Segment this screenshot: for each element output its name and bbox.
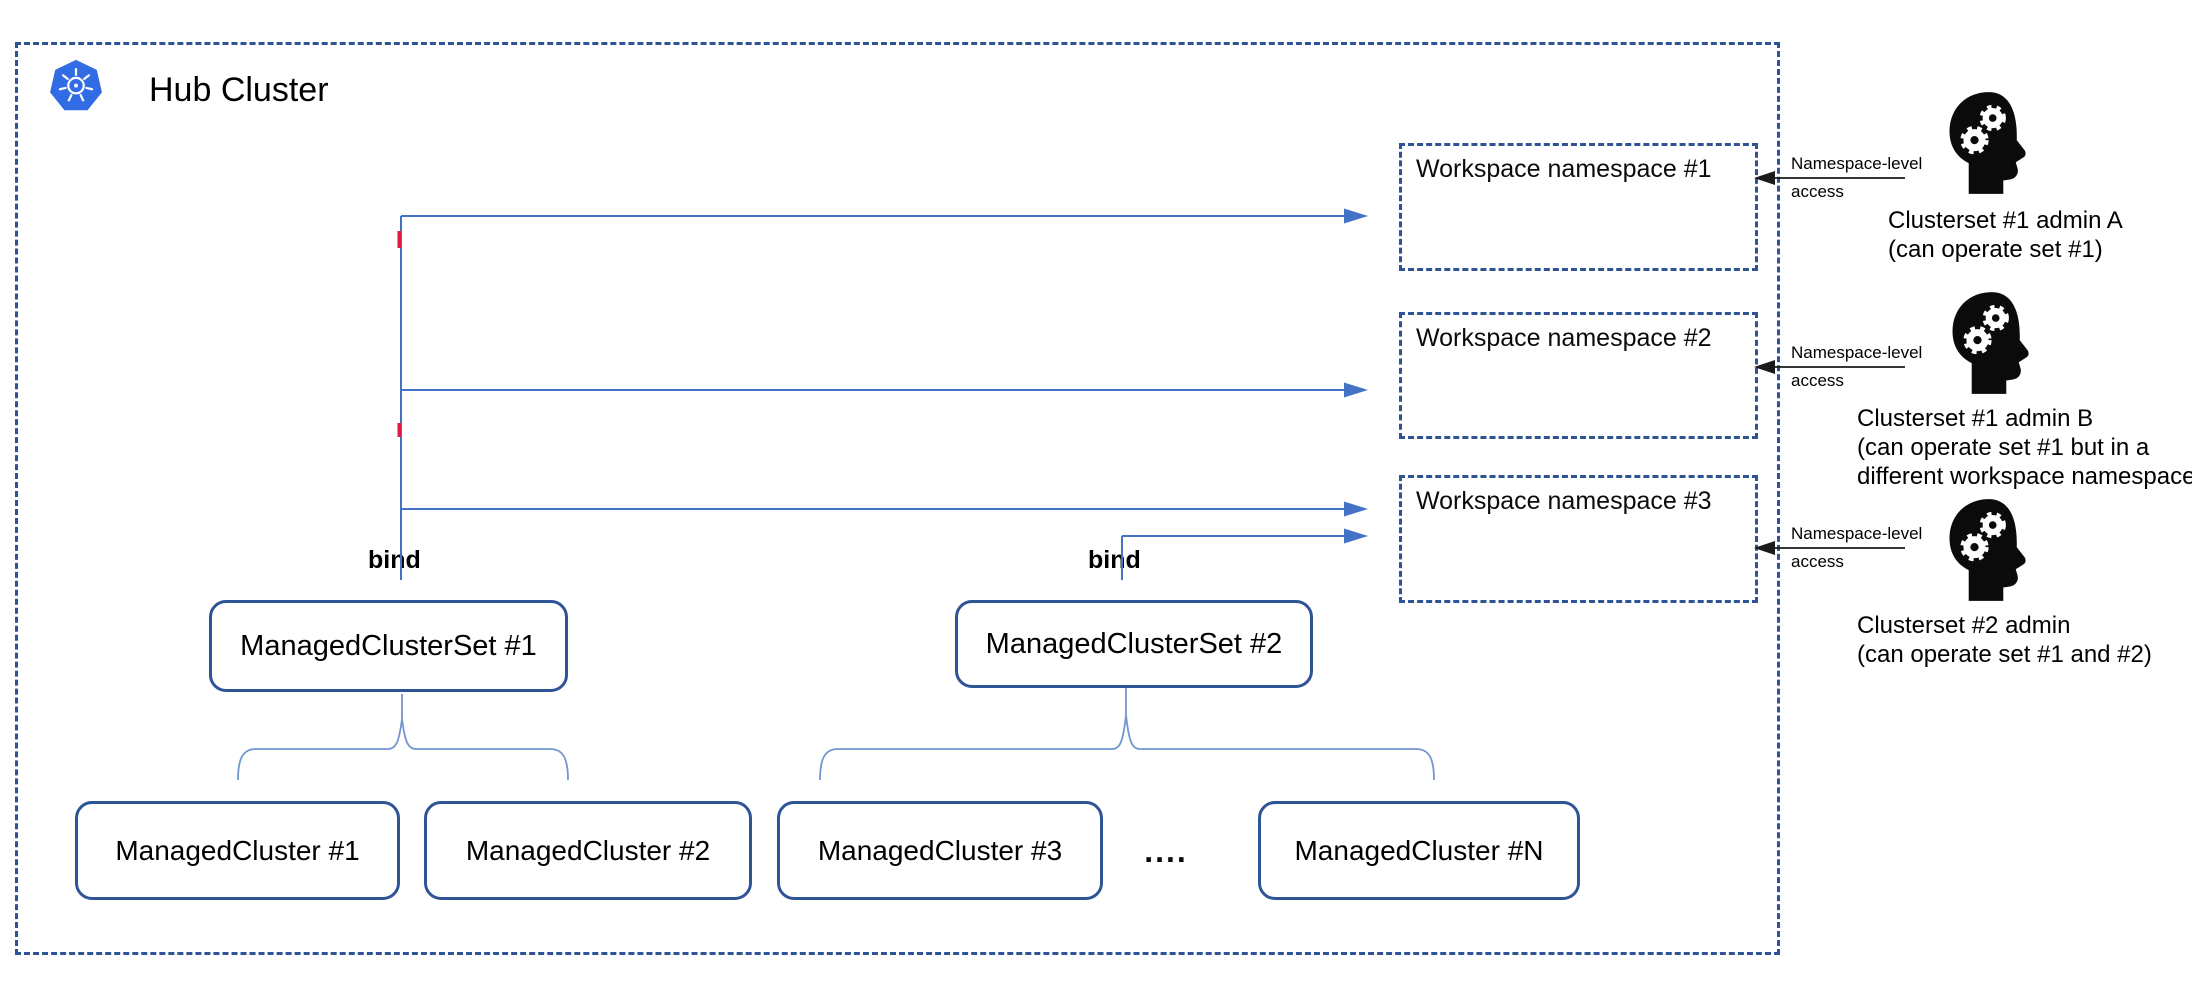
admin-3-caption-line2: (can operate set #1 and #2) [1857, 641, 2152, 668]
managedclusterset-2: ManagedClusterSet #2 [955, 600, 1313, 688]
admin-2-caption-line1: Clusterset #1 admin B [1857, 405, 2094, 432]
access-label-3-line2: access [1791, 552, 1844, 571]
hub-header: Hub Cluster [45, 58, 329, 123]
access-label-2-line1: Namespace-level [1791, 343, 1923, 362]
admin-2-caption-line3: different workspace namespace) [1857, 463, 2192, 490]
workspace-namespace-3-label: Workspace namespace #3 [1416, 487, 1712, 515]
admin-2-caption-line2: (can operate set #1 but in a [1857, 434, 2150, 461]
access-label-1-line1: Namespace-level [1791, 154, 1923, 173]
admin-1-caption-line2: (can operate set #1) [1888, 236, 2103, 263]
workspace-namespace-2: Workspace namespace #2 [1399, 312, 1758, 439]
hub-cluster-title: Hub Cluster [149, 71, 329, 109]
access-label-3-line1: Namespace-level [1791, 524, 1923, 543]
managedclusterset-1: ManagedClusterSet #1 [209, 600, 568, 692]
head-gears-icon [1938, 88, 2034, 198]
access-label-1-line2: access [1791, 182, 1844, 201]
workspace-namespace-3: Workspace namespace #3 [1399, 475, 1758, 603]
managedcluster-1: ManagedCluster #1 [75, 801, 400, 900]
head-gears-icon [1938, 495, 2034, 605]
managedcluster-n-label: ManagedCluster #N [1294, 834, 1544, 866]
workspace-namespace-2-label: Workspace namespace #2 [1416, 324, 1712, 352]
managedclusterset-2-label: ManagedClusterSet #2 [985, 627, 1283, 660]
managedcluster-2-label: ManagedCluster #2 [465, 834, 711, 866]
admin-1-caption-line1: Clusterset #1 admin A [1888, 207, 2123, 234]
managedcluster-n: ManagedCluster #N [1258, 801, 1580, 900]
access-label-2-line2: access [1791, 371, 1844, 390]
bind-label-2: bind [1088, 546, 1141, 574]
managedcluster-2: ManagedCluster #2 [424, 801, 752, 900]
more-clusters-ellipsis: .... [1144, 833, 1188, 869]
head-gears-icon [1941, 288, 2037, 398]
managedcluster-3-label: ManagedCluster #3 [817, 834, 1063, 866]
managedcluster-1-label: ManagedCluster #1 [115, 834, 360, 866]
workspace-namespace-1-label: Workspace namespace #1 [1416, 155, 1712, 183]
managedcluster-3: ManagedCluster #3 [777, 801, 1103, 900]
admin-3-caption-line1: Clusterset #2 admin [1857, 612, 2071, 639]
managedclusterset-1-label: ManagedClusterSet #1 [240, 629, 537, 662]
workspace-namespace-1: Workspace namespace #1 [1399, 143, 1758, 271]
hub-cluster-boundary [15, 42, 1780, 955]
kubernetes-logo-icon [45, 58, 107, 123]
bind-label-1: bind [368, 546, 421, 574]
